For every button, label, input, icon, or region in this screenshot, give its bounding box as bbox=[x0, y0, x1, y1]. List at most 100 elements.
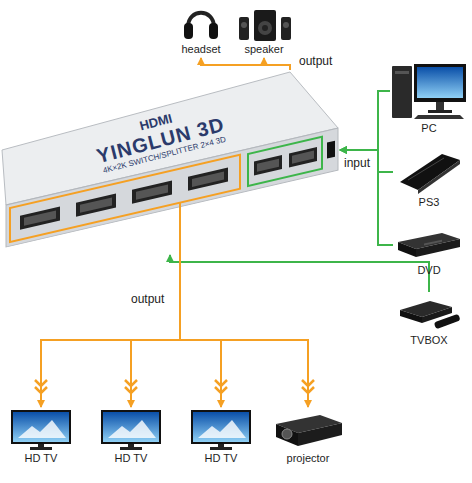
output-connector bbox=[201, 58, 290, 70]
drawing-part bbox=[239, 17, 249, 40]
drawing-part bbox=[241, 22, 247, 28]
drawing-part bbox=[254, 155, 282, 175]
projector-icon bbox=[270, 408, 346, 450]
drawing-part bbox=[282, 429, 292, 439]
housing-drawing bbox=[0, 70, 340, 253]
drawing-part bbox=[20, 206, 60, 229]
output-connector bbox=[180, 253, 308, 407]
drawing-part bbox=[210, 447, 232, 450]
drawing-part bbox=[191, 410, 251, 444]
drawing-part bbox=[414, 64, 466, 102]
drawing-part bbox=[30, 447, 52, 450]
flow-label: output bbox=[130, 292, 165, 306]
drawing-part bbox=[292, 151, 314, 164]
flow-label: output bbox=[298, 54, 333, 68]
device-node: PS3 bbox=[393, 150, 465, 209]
drawing-part bbox=[132, 181, 172, 204]
dvd-player-icon bbox=[394, 228, 464, 262]
output-connector bbox=[180, 253, 221, 407]
drawing-part bbox=[418, 160, 460, 194]
drawing-part bbox=[276, 424, 298, 446]
device-node: TVBOX bbox=[393, 292, 465, 347]
input-connector bbox=[340, 150, 393, 245]
drawing-part bbox=[257, 159, 279, 172]
drawing-part bbox=[400, 310, 422, 323]
device-label: HD TV bbox=[98, 452, 164, 465]
drawing-part bbox=[281, 17, 291, 40]
drawing-part bbox=[2, 72, 338, 205]
drawing-part bbox=[128, 444, 134, 447]
drawing-part bbox=[188, 168, 228, 191]
pc-icon bbox=[390, 62, 468, 120]
device-node: HD TV bbox=[8, 408, 74, 465]
input-connector bbox=[340, 150, 393, 172]
console-icon bbox=[394, 150, 464, 194]
device-node: HD TV bbox=[188, 408, 254, 465]
drawing-part bbox=[13, 412, 69, 442]
tv-icon bbox=[8, 408, 74, 450]
device-label: PS3 bbox=[393, 196, 465, 209]
device-node: speaker bbox=[232, 3, 296, 56]
drawing-part bbox=[80, 197, 112, 212]
device-label: HD TV bbox=[8, 452, 74, 465]
drawing-part bbox=[184, 23, 193, 39]
drawing-part bbox=[192, 171, 224, 186]
device-label: TVBOX bbox=[393, 334, 465, 347]
drawing-part bbox=[414, 115, 464, 119]
drawing-part bbox=[298, 423, 342, 446]
output-connector bbox=[41, 253, 180, 407]
drawing-part bbox=[428, 110, 452, 113]
drawing-part bbox=[136, 184, 168, 199]
device-label: PC bbox=[390, 122, 468, 135]
drawing-part bbox=[18, 420, 66, 438]
drawing-part bbox=[24, 210, 56, 225]
speaker-icon bbox=[234, 3, 294, 41]
device-node: projector bbox=[270, 408, 346, 465]
tv-box-icon bbox=[394, 292, 464, 332]
device-node: headset bbox=[178, 3, 224, 56]
drawing-part bbox=[392, 66, 412, 118]
drawing-part bbox=[262, 25, 268, 31]
drawing-part bbox=[283, 22, 289, 28]
drawing-part bbox=[193, 412, 249, 442]
device-label: speaker bbox=[232, 43, 296, 56]
drawing-part bbox=[11, 410, 71, 444]
drawing-part bbox=[209, 23, 218, 39]
drawing-part bbox=[248, 137, 322, 186]
drawing-part bbox=[417, 67, 463, 98]
drawing-part bbox=[398, 242, 416, 257]
drawing-part bbox=[179, 203, 181, 253]
drawing-part bbox=[103, 412, 159, 442]
drawing-part bbox=[436, 102, 444, 110]
arrow-chevrons bbox=[35, 380, 314, 393]
output-connector bbox=[264, 58, 290, 70]
output-connector bbox=[131, 253, 180, 407]
device-label: DVD bbox=[393, 264, 465, 277]
drawing-part bbox=[289, 147, 317, 167]
input-connector bbox=[170, 255, 429, 292]
tv-icon bbox=[188, 408, 254, 450]
drawing-part bbox=[218, 444, 224, 447]
device-label: projector bbox=[270, 452, 346, 465]
tv-icon bbox=[98, 408, 164, 450]
drawing-part bbox=[101, 410, 161, 444]
drawing-part bbox=[434, 314, 461, 329]
drawing-part bbox=[395, 71, 409, 74]
device-label: HD TV bbox=[188, 452, 254, 465]
drawing-part bbox=[76, 194, 116, 217]
drawing-part bbox=[327, 141, 335, 159]
drawing-part bbox=[258, 21, 272, 35]
headset-icon bbox=[181, 3, 221, 41]
drawing-part bbox=[38, 444, 44, 447]
device-node: HD TV bbox=[98, 408, 164, 465]
input-connector bbox=[340, 91, 390, 150]
drawing-part bbox=[254, 10, 276, 41]
drawing-part bbox=[408, 158, 444, 180]
device-housing: HDMIYINGLUN 3D4K×2K SWITCH/SPLITTER 2×4 … bbox=[0, 70, 340, 253]
drawing-part bbox=[120, 447, 142, 450]
device-node: PC bbox=[390, 62, 468, 135]
device-node: DVD bbox=[393, 228, 465, 277]
drawing-part bbox=[416, 239, 460, 257]
drawing-part bbox=[108, 420, 156, 438]
